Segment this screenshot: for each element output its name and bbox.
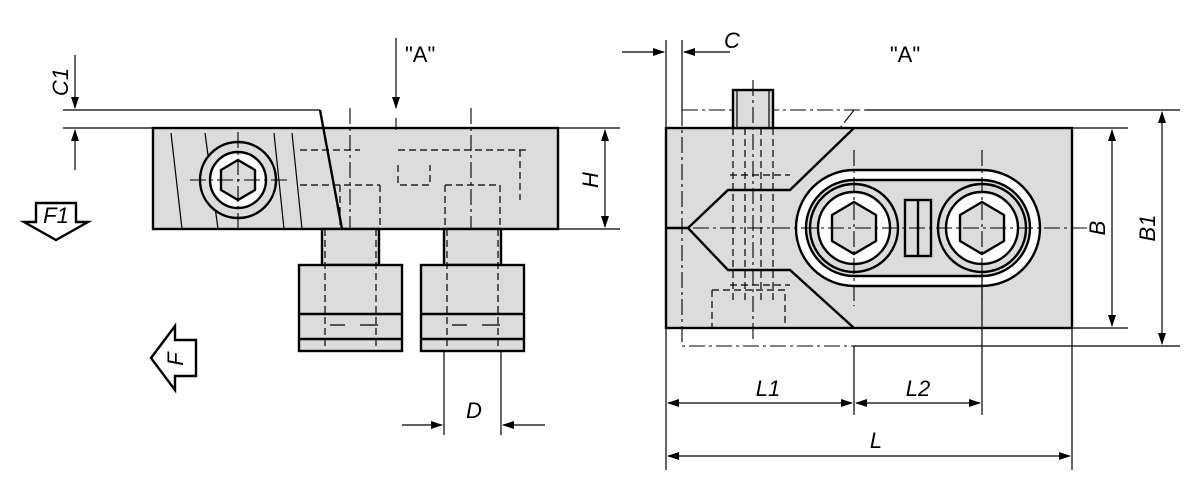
label-d: D — [466, 398, 482, 423]
tnut-stem-1 — [320, 227, 381, 267]
dim-d: D — [402, 351, 545, 435]
hex-socket-screw-front — [190, 132, 290, 228]
view-a-arrow-left: "A" — [392, 38, 435, 109]
dim-h: H — [558, 127, 620, 230]
label-view-a-left: "A" — [405, 42, 435, 67]
label-c: C — [724, 28, 740, 53]
dim-b1: B1 — [854, 109, 1180, 347]
hidden-lines-body — [300, 149, 530, 229]
label-c1: C1 — [48, 68, 73, 96]
tnut-stem-2 — [442, 227, 503, 267]
label-l1: L1 — [756, 376, 780, 401]
front-view: C1 "A" H F1 F D — [19, 38, 620, 435]
force-f1-arrow: F1 — [19, 201, 93, 242]
label-l2: L2 — [906, 376, 930, 401]
jaw-split-line — [318, 109, 344, 230]
label-f: F — [163, 351, 188, 366]
label-h: H — [578, 172, 603, 188]
label-f1: F1 — [43, 203, 69, 228]
center-lines-top — [666, 80, 1090, 340]
dim-l1-l2-l: L1 L2 L — [665, 272, 1073, 470]
hidden-lines-top — [711, 174, 790, 328]
force-f-arrow: F — [149, 322, 198, 394]
hex-socket-screw-1 — [808, 182, 900, 274]
label-b: B — [1085, 221, 1110, 236]
tnut-2 — [419, 229, 526, 353]
top-view: C "A" B B1 L1 L2 L — [622, 28, 1180, 470]
label-view-a-right: "A" — [890, 42, 920, 67]
dim-c1: C1 — [48, 55, 320, 170]
dim-c: C — [622, 28, 740, 128]
dim-b: B — [1072, 127, 1128, 329]
label-b1: B1 — [1135, 215, 1160, 242]
tnut-1 — [297, 229, 404, 353]
label-l: L — [870, 428, 882, 453]
